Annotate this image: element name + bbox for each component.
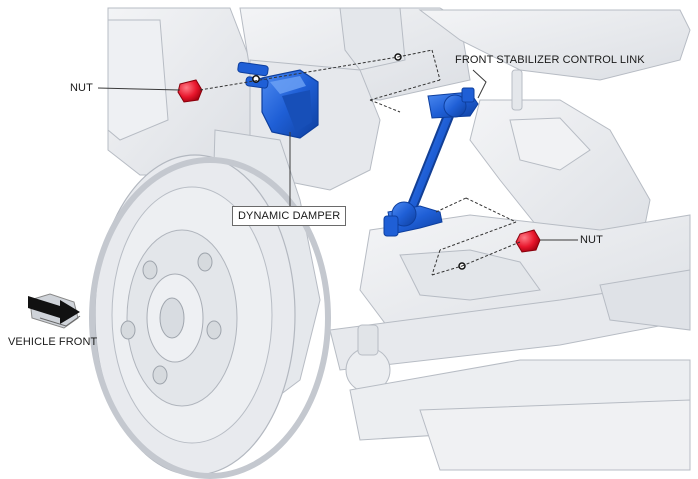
stabilizer-control-link <box>383 87 479 237</box>
dynamic-damper <box>237 61 319 139</box>
dynamic-damper-label: DYNAMIC DAMPER <box>232 206 347 226</box>
brake-rotor <box>89 154 331 479</box>
leader-lines <box>97 69 578 241</box>
nut-right-icon <box>515 229 541 253</box>
nut-left-label: NUT <box>70 82 93 94</box>
installation-guide-lines <box>199 49 521 276</box>
nut-right-label: NUT <box>580 234 603 246</box>
vehicle-front-label: VEHICLE FRONT <box>8 336 98 348</box>
nut-left-icon <box>177 79 203 103</box>
vehicle-front-arrow-icon <box>28 293 81 329</box>
control-link-label: FRONT STABILIZER CONTROL LINK <box>455 54 645 66</box>
